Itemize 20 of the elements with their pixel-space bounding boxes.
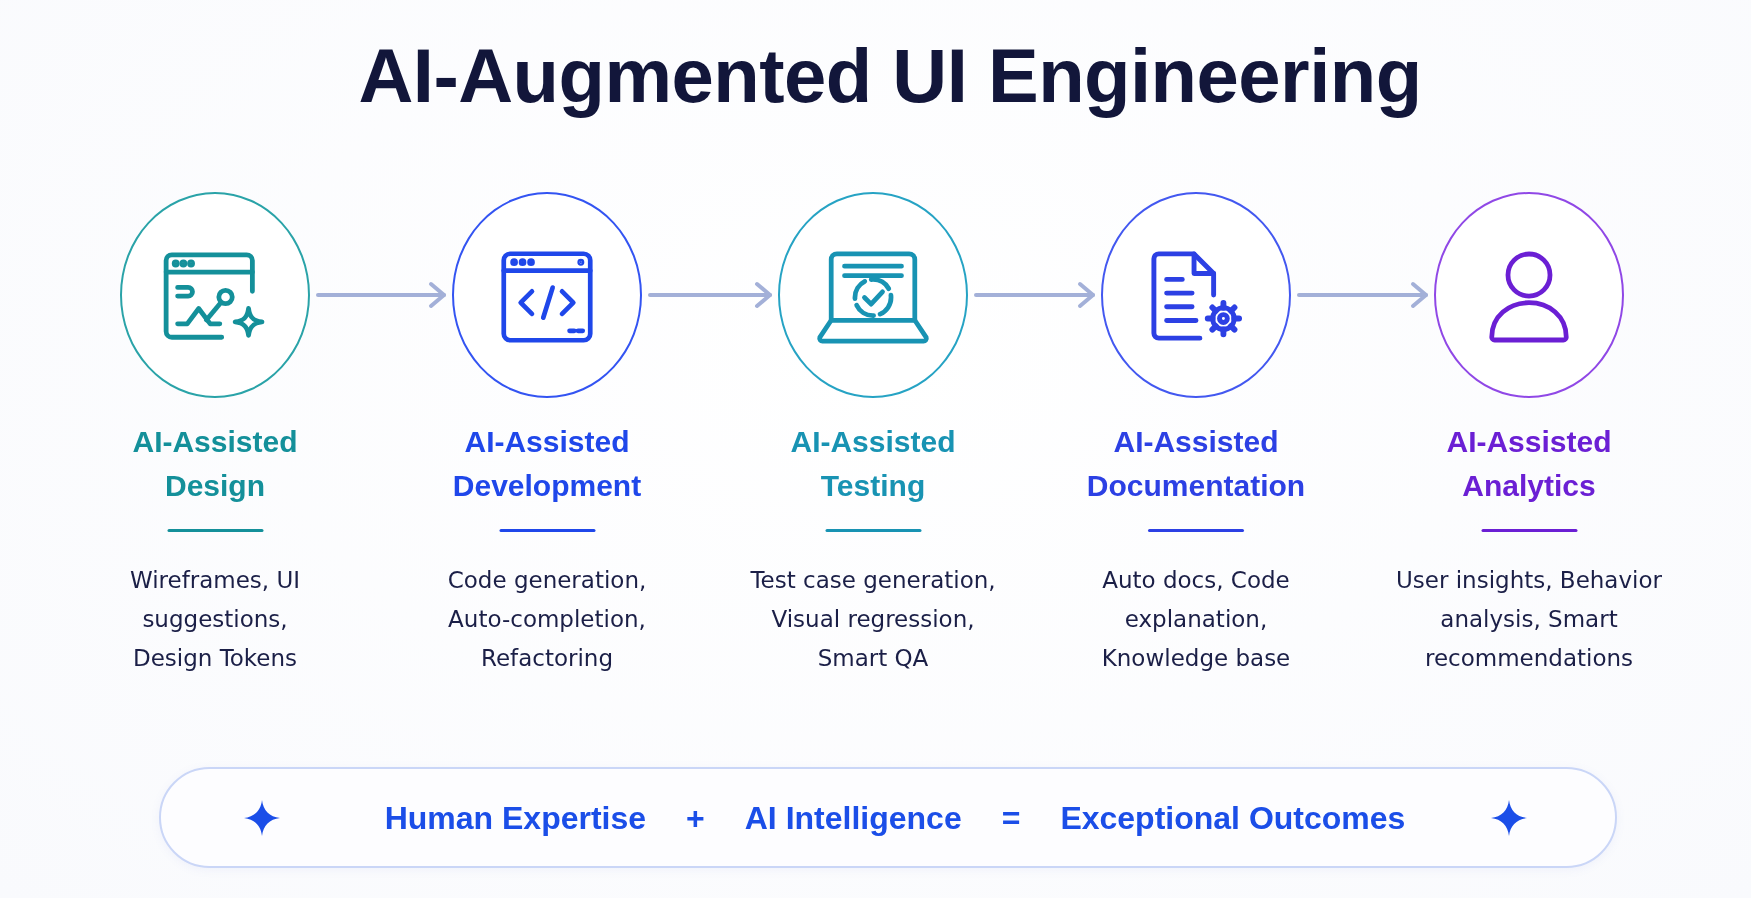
stage-heading: AI-Assisted Testing bbox=[789, 424, 957, 504]
formula-operator: = bbox=[1001, 798, 1021, 838]
stage-heading: AI-Assisted Documentation bbox=[1085, 424, 1307, 504]
stage-description: Test case generation, Visual regression, Smart QA bbox=[749, 566, 997, 673]
stage-description: User insights, Behavior analysis, Smart recommendations bbox=[1395, 566, 1663, 673]
formula-term: Exceptional Outcomes bbox=[1060, 798, 1406, 838]
stage-description: Code generation, Auto-completion, Refactoring bbox=[446, 566, 648, 673]
diagram-title: AI-Augmented UI Engineering bbox=[358, 36, 1422, 116]
formula-operator: + bbox=[686, 798, 705, 838]
stage-heading: AI-Assisted Analytics bbox=[1445, 424, 1613, 504]
stage-description: Auto docs, Code explanation, Knowledge base bbox=[1100, 566, 1292, 673]
formula-term: AI Intelligence bbox=[744, 798, 962, 838]
formula-term: Human Expertise bbox=[384, 798, 647, 838]
arrow bbox=[648, 282, 772, 308]
stage-heading: AI-Assisted Design bbox=[131, 424, 299, 504]
arrow bbox=[1297, 282, 1428, 308]
stage-description: Wireframes, UI suggestions, Design Tokens bbox=[128, 566, 302, 673]
arrow bbox=[316, 282, 446, 308]
stage-heading: AI-Assisted Development bbox=[451, 424, 643, 504]
arrow bbox=[974, 282, 1095, 308]
